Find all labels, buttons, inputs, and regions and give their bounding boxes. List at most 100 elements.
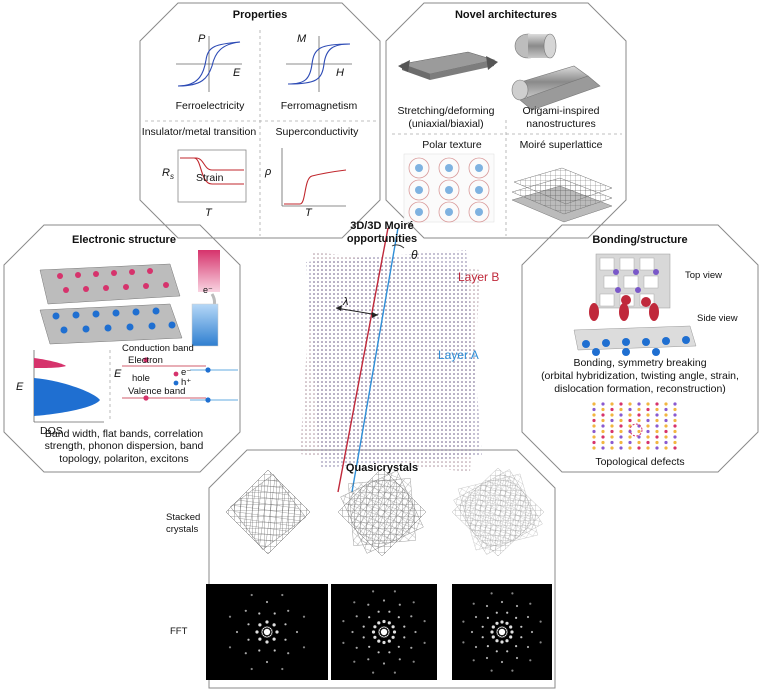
defect-lattice-atom — [610, 435, 614, 439]
fft-spot — [373, 625, 377, 629]
defect-lattice-atom — [655, 435, 659, 439]
fft-spot — [382, 640, 386, 645]
defect-lattice-atom — [646, 446, 650, 450]
fft-spot — [372, 671, 375, 674]
top-view-label: Top view — [685, 270, 722, 281]
fft-spot — [511, 669, 514, 672]
fft-spot — [501, 626, 503, 628]
fft-spot — [500, 620, 504, 624]
fft-spot — [470, 630, 474, 634]
fft-spot — [474, 645, 478, 649]
defect-lattice-atom — [655, 402, 659, 406]
fft-spot — [264, 635, 266, 638]
fft-spot — [491, 635, 495, 639]
fft-spot — [509, 625, 513, 629]
fft-spot — [388, 651, 391, 654]
insulator-metal-label: Insulator/metal transition — [141, 126, 257, 138]
side-view-illustration — [573, 303, 697, 356]
defect-lattice-atom — [664, 424, 668, 428]
imt-axis-y-label: Rs — [162, 167, 174, 182]
blue-reservoir — [191, 303, 219, 347]
properties-panel-outline — [139, 2, 381, 239]
layer-a-label: Layer A — [438, 348, 479, 362]
fft-spot — [258, 637, 262, 641]
fft-spot — [503, 635, 505, 638]
ferroelectricity-label: Ferroelectricity — [175, 100, 245, 112]
fft-spot — [250, 667, 253, 671]
fft-spot — [264, 626, 266, 629]
defect-lattice-atom — [610, 402, 614, 406]
fft-spot — [500, 660, 504, 664]
ferromagnetism-label: Ferromagnetism — [280, 100, 358, 112]
fft-spot — [403, 625, 406, 628]
fft-spot — [462, 620, 465, 623]
fft-spot — [271, 631, 273, 633]
fft-spot — [380, 628, 388, 636]
stretching-label-line2: (uniaxial/biaxial) — [408, 118, 484, 130]
fft-spot — [367, 603, 370, 606]
defect-lattice-atom — [601, 440, 605, 445]
fft-spot — [505, 629, 508, 631]
origami-tubes-illustration — [511, 33, 601, 111]
fft-spot — [355, 646, 358, 649]
fft-spot — [506, 650, 509, 653]
fft-spot — [392, 630, 397, 634]
defect-lattice-atom — [628, 418, 632, 423]
fft-spot — [398, 658, 401, 661]
defect-lattice-atom — [637, 402, 641, 406]
defect-lattice-atom — [637, 435, 641, 439]
fft-spot — [485, 604, 489, 608]
fft-spot — [342, 620, 345, 623]
defect-lattice-atom — [601, 446, 605, 450]
electronic-title: Electronic structure — [72, 234, 176, 246]
fm-axis-y-label: M — [297, 33, 307, 45]
fft-spot — [371, 630, 376, 634]
fft-spot — [266, 626, 268, 628]
polar-texture-label: Polar texture — [422, 139, 482, 151]
fft-spot — [472, 659, 475, 662]
fft-spot — [261, 631, 263, 633]
fft-spot — [506, 611, 509, 614]
fft-spot — [496, 633, 499, 635]
defect-lattice-atom — [664, 418, 668, 423]
fft-spot — [244, 652, 247, 655]
fft-spot — [485, 656, 489, 660]
fft-spot — [388, 610, 391, 613]
defect-lattice-atom — [637, 407, 641, 412]
defect-lattice-atom — [601, 407, 605, 412]
fft-spot — [385, 626, 387, 629]
sc-axis-x-label: T — [305, 207, 312, 219]
stacked-label-line1: Stacked — [166, 512, 201, 523]
defect-lattice-atom — [592, 407, 596, 412]
fft-spot — [228, 615, 232, 618]
fft-spot — [377, 610, 380, 613]
fft-spot — [258, 612, 261, 615]
fft-spot — [511, 592, 514, 595]
defect-lattice-atom — [628, 446, 632, 450]
dos-axis-y-label: E — [16, 381, 24, 393]
fft-spot — [377, 639, 381, 643]
defect-lattice-atom — [664, 413, 668, 417]
fft-spot — [474, 615, 478, 619]
defect-lattice-atom — [646, 424, 650, 428]
defect-lattice-atom — [637, 429, 641, 434]
fft-spot — [381, 626, 383, 629]
fft-spot — [387, 629, 390, 631]
defect-lattice-atom — [610, 413, 614, 417]
fft-panel-1 — [206, 584, 328, 680]
defect-lattice-atom — [646, 440, 650, 445]
pink-reservoir — [198, 250, 220, 292]
fft-spot — [505, 639, 509, 643]
defect-lattice-atom — [619, 446, 623, 450]
fft-spot — [410, 615, 413, 618]
fft-spot — [412, 660, 415, 663]
e-minus-label: e⁻ — [181, 367, 192, 378]
fft-spot — [515, 604, 519, 608]
defect-lattice-atom — [664, 435, 668, 439]
defect-lattice-atom — [646, 402, 650, 406]
fft-spot — [529, 659, 532, 662]
fft-spot — [398, 603, 401, 606]
defect-lattice-atom — [664, 407, 668, 412]
fft-spot — [281, 593, 284, 597]
fft-spot — [250, 593, 253, 597]
